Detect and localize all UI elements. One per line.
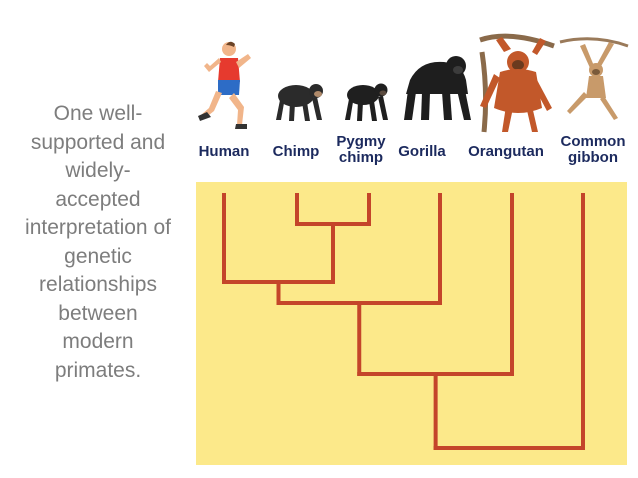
caption-line: supported and: [30, 130, 166, 154]
taxon-label-pygmy-chimp: Pygmy chimp: [336, 133, 386, 166]
caption-line: primates.: [54, 358, 142, 382]
running-human-icon: [196, 40, 256, 132]
taxon-label-orangutan: Orangutan: [468, 143, 544, 160]
caption-line: One well-: [53, 102, 143, 125]
caption-line: genetic: [64, 244, 132, 268]
taxon-label-chimp: Chimp: [272, 143, 320, 160]
caption-line: modern: [62, 330, 134, 353]
caption-line: widely-: [65, 159, 131, 182]
tree-panel: [196, 182, 627, 465]
chimpanzee-icon: [270, 78, 326, 124]
caption-line: interpretation of: [25, 216, 171, 239]
caption-text: One well- supported and widely- accepted…: [8, 100, 188, 385]
gorilla-icon: [400, 52, 472, 122]
taxon-label-human: Human: [198, 143, 250, 160]
caption-line: between: [58, 301, 138, 325]
bonobo-icon: [339, 78, 391, 124]
orangutan-icon: [476, 32, 562, 136]
taxon-label-gorilla: Gorilla: [398, 143, 446, 160]
gibbon-icon: [558, 36, 630, 124]
caption-line: relationships: [39, 273, 157, 296]
caption-line: accepted: [55, 187, 141, 211]
tree-branches: [222, 193, 585, 450]
taxon-label-common-gibbon: Common gibbon: [560, 133, 626, 166]
